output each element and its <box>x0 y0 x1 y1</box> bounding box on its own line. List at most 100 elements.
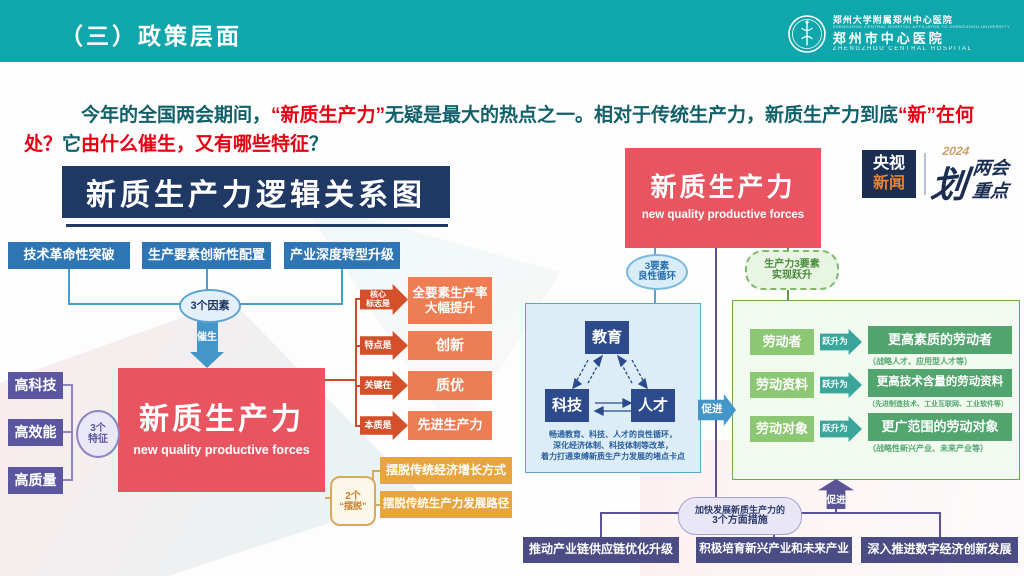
hospital-logo-text: 郑州大学附属郑州中心医院 ZHENGZHOU CENTRAL HOSPITAL … <box>833 15 1010 54</box>
factor-box-3: 产业深度转型升级 <box>284 242 400 269</box>
intro-segment: 它 <box>62 134 82 155</box>
core-box-title: 新质生产力 <box>650 172 796 203</box>
outcome-box-4: 先进生产力 <box>408 411 492 440</box>
leap-note-3: （战略性新兴产业、未来产业等） <box>868 444 988 453</box>
measure-box-2: 积极培育新兴产业和未来产业 <box>696 537 852 563</box>
leap-oval-line: 生产力3要素 <box>764 259 820 270</box>
leap-to-2: 更高技术含量的劳动资料 <box>868 369 1012 397</box>
leap-from-3: 劳动对象 <box>750 416 814 442</box>
measure-box-3: 深入推进数字经济创新发展 <box>861 537 1018 563</box>
measures-oval-line: 3个方面措施 <box>712 515 768 527</box>
connector-line <box>325 379 356 381</box>
title-underline <box>66 224 448 227</box>
connector-line <box>325 497 331 499</box>
intro-segment: 今年的全国两会期间， <box>81 105 272 126</box>
outcome-arrow-label: 本质是 <box>364 419 392 430</box>
measure-box-1: 推动产业链供应链优化升级 <box>523 537 679 563</box>
traits-oval-line: 特征 <box>88 434 108 445</box>
connector-line <box>715 248 717 500</box>
connector-line <box>374 470 380 472</box>
breakaway-box-1: 摆脱传统经济增长方式 <box>380 457 512 484</box>
factors-oval-label: 3个因素 <box>190 299 230 312</box>
outcome-arrow-label: 特点是 <box>364 339 392 350</box>
cctv-badge-line: 新闻 <box>872 175 905 192</box>
measures-oval-line: 加快发展新质生产力的 <box>694 504 785 515</box>
factors-oval: 3个因素 <box>179 289 241 323</box>
triangle-arrows <box>572 354 648 417</box>
hospital-name-affiliated: 郑州大学附属郑州中心医院 <box>832 14 953 25</box>
connector-line <box>341 269 343 304</box>
intro-segment: ？ <box>309 134 329 155</box>
measures-oval: 加快发展新质生产力的 3个方面措施 <box>678 497 802 535</box>
connector-line <box>374 504 380 506</box>
connector-line <box>787 284 789 301</box>
leap-note-1: （战略人才、应用型人才等） <box>868 357 972 366</box>
factor-box-1: 技术革命性突破 <box>8 242 130 269</box>
breakaway-oval-line: 2个 <box>345 490 361 502</box>
hospital-name-affiliated-en: ZHENGZHOU CENTRAL HOSPITAL AFFILIATED TO… <box>832 23 1010 29</box>
connector-line <box>206 269 208 293</box>
hospital-name-en: ZHENGZHOU CENTRAL HOSPITAL <box>832 46 973 53</box>
breakaway-box-2: 摆脱传统生产力发展路径 <box>380 491 512 518</box>
badge-zhongdian: 重点 <box>971 181 1010 201</box>
intro-segment-highlight: “新质生产力” <box>271 105 386 126</box>
triangle-node-talent: 人才 <box>631 389 675 422</box>
connector-line <box>63 431 73 433</box>
connector-line <box>355 385 363 387</box>
outcome-arrow-label: 关键在 <box>364 379 392 390</box>
outcome-arrow-3: 关键在 <box>360 371 408 400</box>
leap-from-2: 劳动资料 <box>750 372 814 398</box>
outcome-arrow-4: 本质是 <box>360 411 408 440</box>
hospital-logo-emblem <box>787 15 826 53</box>
trait-box-3: 高质量 <box>8 467 63 494</box>
traits-oval: 3个 特征 <box>76 410 120 458</box>
connector-line <box>835 508 837 514</box>
promote-right-arrow: 促进 <box>698 394 736 426</box>
traits-oval-line: 3个 <box>90 423 106 434</box>
connector-line <box>355 298 363 300</box>
connector-line <box>600 512 602 537</box>
connector-line <box>355 425 363 427</box>
core-box-left: 新质生产力 new quality productive forces <box>118 368 325 492</box>
leap-from-1: 劳动者 <box>750 329 814 355</box>
trait-box-1: 高科技 <box>8 372 63 399</box>
triangle-caption-line: 着力打通束缚新质生产力发展的堵点卡点 <box>541 452 685 461</box>
outcome-arrow-label: 核心 <box>370 289 386 299</box>
leap-oval: 生产力3要素 实现跃升 <box>745 250 839 290</box>
badge-hua: 划 <box>928 164 970 205</box>
spawn-arrow <box>197 319 218 352</box>
connector-line <box>63 384 73 386</box>
cctv-badge-line: 央视 <box>872 155 905 172</box>
leap-to-1: 更高素质的劳动者 <box>868 326 1012 354</box>
factor-box-2: 生产要素创新性配置 <box>142 242 271 269</box>
core-box-title: 新质生产力 <box>139 402 304 436</box>
leap-to-3: 更广范围的劳动对象 <box>868 413 1012 441</box>
breakaway-oval: 2个 “摆脱” <box>330 476 376 526</box>
core-box-right: 新质生产力 new quality productive forces <box>625 148 821 248</box>
intro-segment-highlight: 由什么催生，又有哪些特征 <box>81 134 310 155</box>
triangle-panel <box>525 303 701 473</box>
hospital-logo: 郑州大学附属郑州中心医院 ZHENGZHOU CENTRAL HOSPITAL … <box>787 14 1010 54</box>
triangle-caption: 畅通教育、科技、人才的良性循环， 深化经济体制、科技体制等改革， 着力打通束缚新… <box>525 429 701 462</box>
connector-line <box>68 269 70 304</box>
intro-paragraph: 今年的全国两会期间，“新质生产力”无疑是最大的热点之一。相对于传统生产力，新质生… <box>24 101 1004 159</box>
connector-line <box>654 248 656 256</box>
triangle-caption-line: 深化经济体制、科技体制等改革， <box>553 441 673 450</box>
outcome-arrow-label: 标志是 <box>366 298 390 308</box>
triangle-node-education: 教育 <box>585 321 629 354</box>
cycle-oval-line: 3要素 <box>644 260 670 272</box>
cctv-news-badge: 央视 新闻 <box>862 150 916 198</box>
triangle-caption-line: 畅通教育、科技、人才的良性循环， <box>549 430 677 439</box>
breakaway-oval-line: “摆脱” <box>339 500 367 511</box>
leap-note-2: （先进制造技术、工业互联网、工业软件等） <box>868 401 1008 408</box>
outcome-arrow-2: 特点是 <box>360 331 408 360</box>
connector-line <box>654 284 656 304</box>
outcome-box-1: 全要素生产率 大幅提升 <box>408 277 492 324</box>
leap-oval-line: 实现跃升 <box>772 270 812 281</box>
spawn-arrow-label: 催生 <box>197 332 217 343</box>
core-box-subtitle: new quality productive forces <box>133 443 310 458</box>
cycle-oval: 3要素 良性循环 <box>626 254 688 290</box>
cycle-oval-line: 良性循环 <box>637 271 676 282</box>
spawn-arrow-tip <box>190 352 224 368</box>
